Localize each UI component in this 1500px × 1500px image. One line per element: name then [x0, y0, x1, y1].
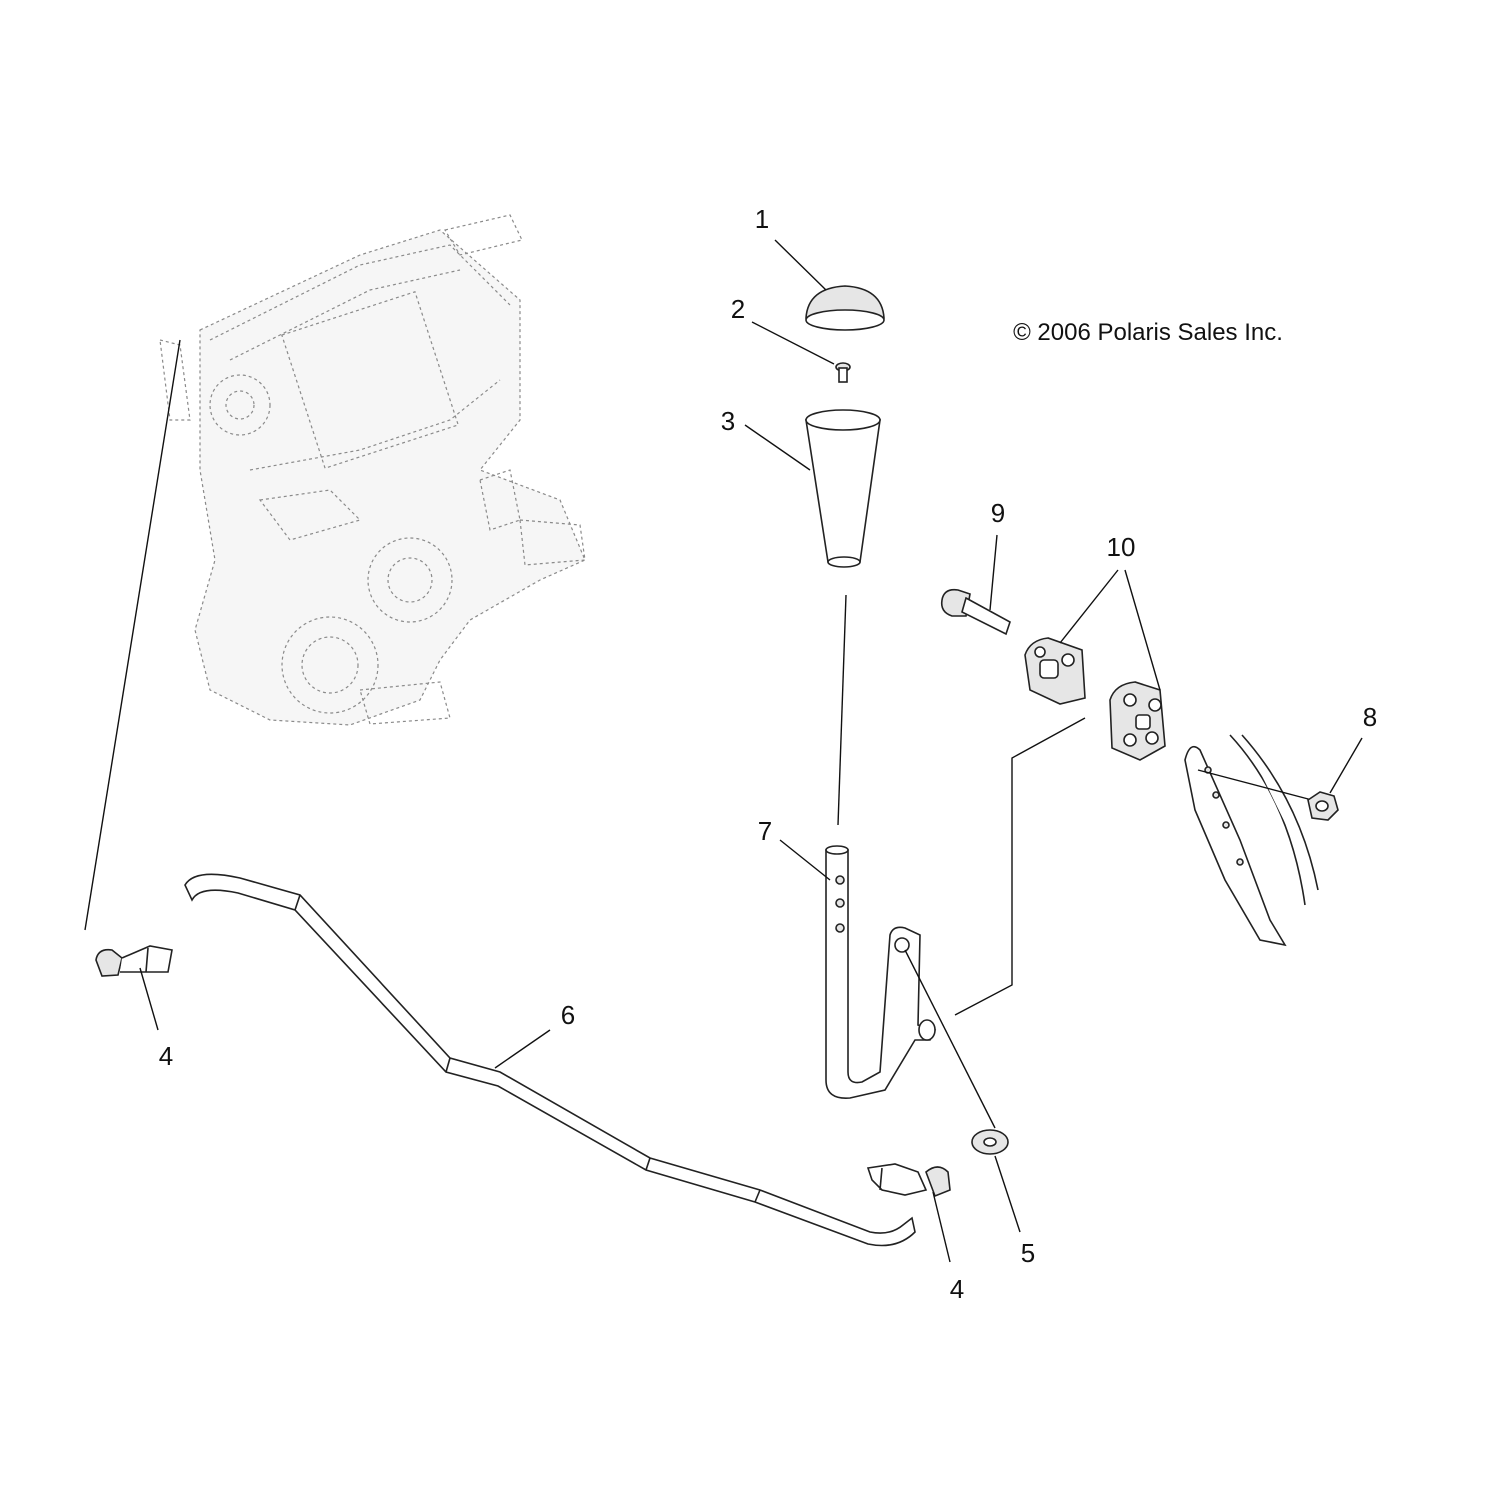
knob-cap-icon: [805, 285, 885, 331]
callout-1: 1: [755, 204, 769, 234]
frame-bracket-icon: [1184, 734, 1319, 947]
callout-7: 7: [758, 816, 772, 846]
shift-knob-icon: [805, 409, 881, 568]
washer-icon: [971, 1129, 1009, 1155]
callout-3: 3: [721, 406, 735, 436]
callout-5: 5: [1021, 1238, 1035, 1268]
callout-4-left: 4: [159, 1041, 173, 1071]
leader-lever-bushing: [954, 717, 1086, 1016]
screw-icon: [835, 362, 851, 383]
bushing-icon: [1109, 681, 1166, 761]
rod-end-clip-icon: [95, 945, 173, 977]
callout-8: 8: [1363, 702, 1377, 732]
callout-2: 2: [731, 294, 745, 324]
callout-4-right: 4: [950, 1274, 964, 1304]
nut-icon: [1307, 791, 1339, 821]
callout-10: 10: [1107, 532, 1136, 562]
leader-transmission-clip: [84, 339, 181, 931]
copyright-text: © 2006 Polaris Sales Inc.: [1013, 319, 1283, 346]
linkage-rod-icon: [184, 873, 916, 1247]
callout-6: 6: [561, 1000, 575, 1030]
rod-end-clip-icon: [866, 1163, 951, 1198]
callout-9: 9: [991, 498, 1005, 528]
shift-lever-icon: [825, 845, 937, 1099]
bolt-icon: [940, 588, 1011, 636]
bushing-icon: [1024, 637, 1086, 705]
transmission-icon: [159, 214, 586, 726]
